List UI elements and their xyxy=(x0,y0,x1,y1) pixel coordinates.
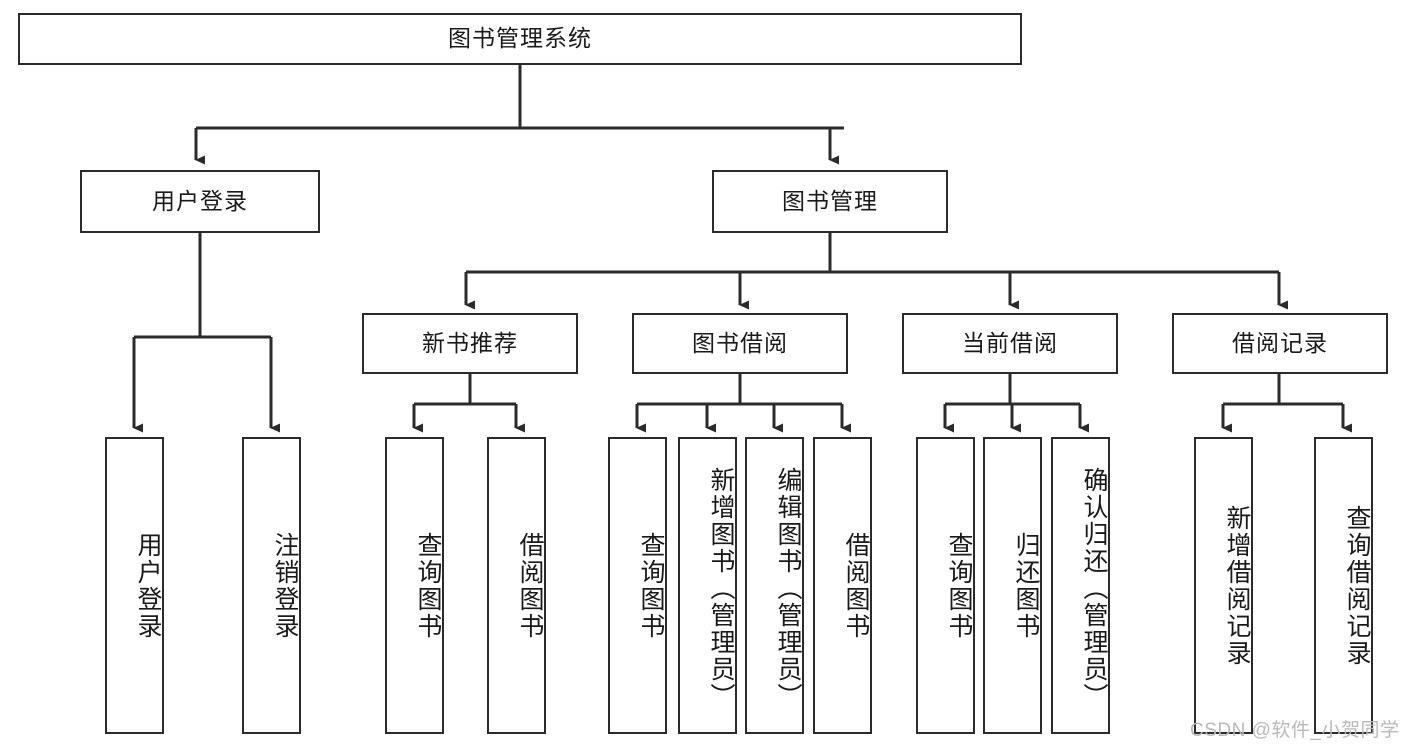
node-leaf-query-book-3[interactable]: 查询图书 xyxy=(916,437,975,734)
node-root-system[interactable]: 图书管理系统 xyxy=(18,13,1022,65)
edges-userlogin-to-leaves xyxy=(132,233,280,433)
node-leaf-query-book-2-label: 查询图书 xyxy=(637,531,665,640)
node-user-login-label: 用户登录 xyxy=(152,187,248,214)
edges-currentborrow-to-leaves xyxy=(943,374,1089,433)
node-root-system-label: 图书管理系统 xyxy=(448,25,592,52)
node-leaf-query-book-2[interactable]: 查询图书 xyxy=(608,437,667,734)
node-leaf-borrow-book-2[interactable]: 借阅图书 xyxy=(813,437,872,734)
csdn-watermark: CSDN @软件_小贺同学 xyxy=(1190,720,1400,741)
node-leaf-query-book-1[interactable]: 查询图书 xyxy=(385,437,444,734)
node-leaf-add-record[interactable]: 新增借阅记录 xyxy=(1194,437,1253,734)
edges-bookborrow-to-leaves xyxy=(635,374,851,433)
node-leaf-return-book[interactable]: 归还图书 xyxy=(983,437,1042,734)
node-leaf-return-book-label: 归还图书 xyxy=(1012,531,1040,640)
node-leaf-edit-book-label: 编辑图书（管理员） xyxy=(774,467,802,710)
edges-root-to-level2 xyxy=(194,65,844,165)
node-leaf-borrow-book-1[interactable]: 借阅图书 xyxy=(487,437,546,734)
node-leaf-add-book[interactable]: 新增图书（管理员） xyxy=(678,437,737,734)
node-leaf-query-book-1-label: 查询图书 xyxy=(414,531,442,640)
node-book-manage-label: 图书管理 xyxy=(782,187,878,214)
node-leaf-query-record[interactable]: 查询借阅记录 xyxy=(1314,437,1373,734)
node-user-login[interactable]: 用户登录 xyxy=(80,170,320,233)
node-leaf-edit-book[interactable]: 编辑图书（管理员） xyxy=(745,437,804,734)
node-current-borrow[interactable]: 当前借阅 xyxy=(902,313,1118,374)
node-leaf-query-book-3-label: 查询图书 xyxy=(945,531,973,640)
node-leaf-borrow-book-2-label: 借阅图书 xyxy=(842,531,870,640)
node-book-borrow-label: 图书借阅 xyxy=(692,329,788,356)
node-leaf-user-login[interactable]: 用户登录 xyxy=(105,437,164,734)
node-leaf-logout-login-label: 注销登录 xyxy=(271,531,299,640)
node-borrow-record-label: 借阅记录 xyxy=(1232,329,1328,356)
node-new-book-recommend-label: 新书推荐 xyxy=(422,329,518,356)
node-leaf-confirm-return-label: 确认归还（管理员） xyxy=(1080,467,1108,710)
node-book-borrow[interactable]: 图书借阅 xyxy=(632,313,848,374)
node-leaf-borrow-book-1-label: 借阅图书 xyxy=(516,531,544,640)
node-leaf-logout-login[interactable]: 注销登录 xyxy=(242,437,301,734)
node-leaf-confirm-return[interactable]: 确认归还（管理员） xyxy=(1051,437,1110,734)
node-leaf-add-record-label: 新增借阅记录 xyxy=(1223,504,1251,667)
edges-newbook-to-leaves xyxy=(412,374,525,433)
node-leaf-add-book-label: 新增图书（管理员） xyxy=(707,467,735,710)
node-leaf-user-login-label: 用户登录 xyxy=(134,531,162,640)
node-borrow-record[interactable]: 借阅记录 xyxy=(1172,313,1388,374)
node-book-manage[interactable]: 图书管理 xyxy=(712,170,948,233)
node-leaf-query-record-label: 查询借阅记录 xyxy=(1343,504,1371,667)
edges-borrowrecord-to-leaves xyxy=(1221,374,1352,433)
node-current-borrow-label: 当前借阅 xyxy=(962,329,1058,356)
edges-bookmanage-to-level3 xyxy=(464,233,1288,310)
node-new-book-recommend[interactable]: 新书推荐 xyxy=(362,313,578,374)
